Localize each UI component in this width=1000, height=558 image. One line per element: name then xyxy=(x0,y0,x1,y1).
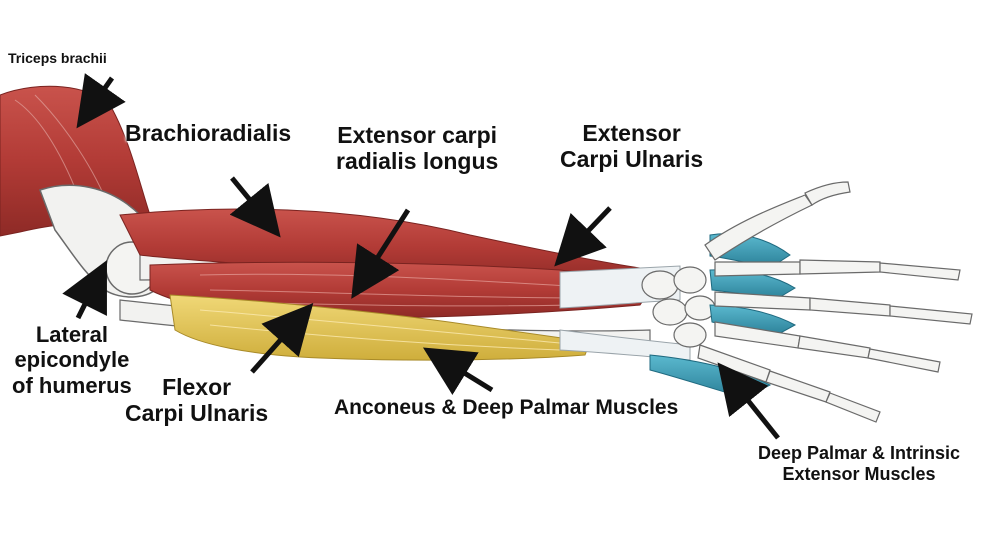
label-extensor-carpi-ulnaris: Extensor Carpi Ulnaris xyxy=(560,120,704,173)
arrow-deep-palmar xyxy=(717,362,780,440)
arrow-brachioradialis xyxy=(229,176,281,238)
label-anconeus-deep-palmar: Anconeus & Deep Palmar Muscles xyxy=(334,396,679,419)
label-flexor-carpi-ulnaris: Flexor Carpi Ulnaris xyxy=(125,374,269,427)
label-triceps: Triceps brachii xyxy=(8,50,107,66)
arrow-anconeus xyxy=(422,347,494,396)
finger-bones xyxy=(697,181,973,423)
arrow-ecrl xyxy=(351,208,411,299)
label-deep-palmar-intrinsic: Deep Palmar & Intrinsic Extensor Muscles xyxy=(758,443,961,484)
label-arrows xyxy=(62,73,780,440)
label-lateral-epicondyle: Lateral epicondyle of humerus xyxy=(12,322,132,398)
arrow-lateral-epicondyle xyxy=(62,260,107,320)
label-brachioradialis: Brachioradialis xyxy=(125,120,292,146)
arrow-ecu xyxy=(554,206,612,267)
arrow-triceps xyxy=(76,73,126,129)
label-extensor-carpi-radialis-longus: Extensor carpi radialis longus xyxy=(336,122,499,175)
carpal-bones xyxy=(641,266,716,348)
arrow-fcu xyxy=(250,303,314,374)
